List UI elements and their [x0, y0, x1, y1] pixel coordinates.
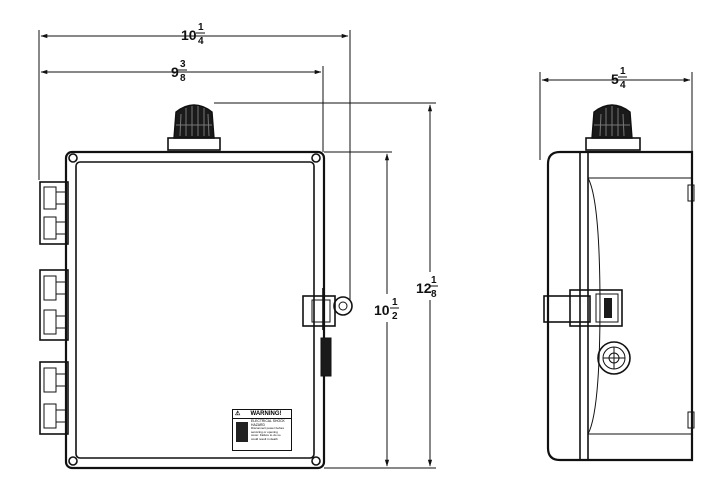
overall-width-whole: 10 [181, 27, 197, 43]
warning-body-line-2: servicing or opening [251, 429, 278, 434]
left-connectors [39, 181, 69, 435]
dim-text-box-width: 9 3 8 [171, 59, 187, 84]
corner-screw-tr [311, 153, 321, 163]
overall-height-num: 1 [431, 275, 437, 286]
overall-height-den: 8 [431, 289, 437, 300]
warning-body-line-4: could result in death [251, 436, 278, 441]
side-alarm-beacon [585, 104, 641, 151]
alarm-beacon [167, 102, 380, 151]
dim-text-overall-width: 10 1 4 [181, 22, 205, 47]
corner-screw-br [311, 456, 321, 466]
dim-text-side-depth: 5 1 4 [611, 66, 627, 91]
enclosure-body [64, 150, 326, 470]
side-depth-num: 1 [620, 66, 626, 77]
box-width-whole: 9 [171, 64, 179, 80]
box-width-num: 3 [180, 59, 186, 70]
box-height-den: 2 [392, 311, 398, 322]
front-latch [302, 288, 353, 330]
overall-height-whole: 12 [416, 280, 432, 296]
side-latch [543, 289, 623, 327]
warning-label: ⚠ WARNING! ELECTRICAL SHOCK HAZARD Disco… [232, 409, 292, 451]
warning-title: WARNING! [250, 411, 282, 417]
warning-body-line-1: Disconnect power before [251, 426, 285, 430]
front-view [38, 30, 436, 470]
warning-triangle-icon: ⚠ [235, 411, 241, 417]
box-height-whole: 10 [374, 302, 390, 318]
warning-subtitle: ELECTRICAL SHOCK HAZARD [251, 419, 285, 427]
overall-width-num: 1 [198, 22, 204, 33]
shock-hand-icon [236, 422, 248, 442]
side-view [539, 72, 695, 462]
dim-text-overall-height: 12 1 8 [414, 272, 446, 300]
warning-title-row: ⚠ WARNING! [233, 410, 291, 419]
box-height-num: 1 [392, 297, 398, 308]
side-vent [597, 341, 631, 375]
side-knob [320, 337, 332, 377]
warning-body-line-3: cover. Failure to do so [251, 433, 281, 438]
side-depth-whole: 5 [611, 71, 619, 87]
box-width-den: 8 [180, 73, 186, 84]
overall-width-den: 4 [198, 36, 204, 47]
corner-screw-bl [68, 456, 78, 466]
corner-screw-tl [68, 153, 78, 163]
dim-text-box-height: 10 1 2 [372, 294, 404, 322]
side-depth-den: 4 [620, 80, 626, 91]
